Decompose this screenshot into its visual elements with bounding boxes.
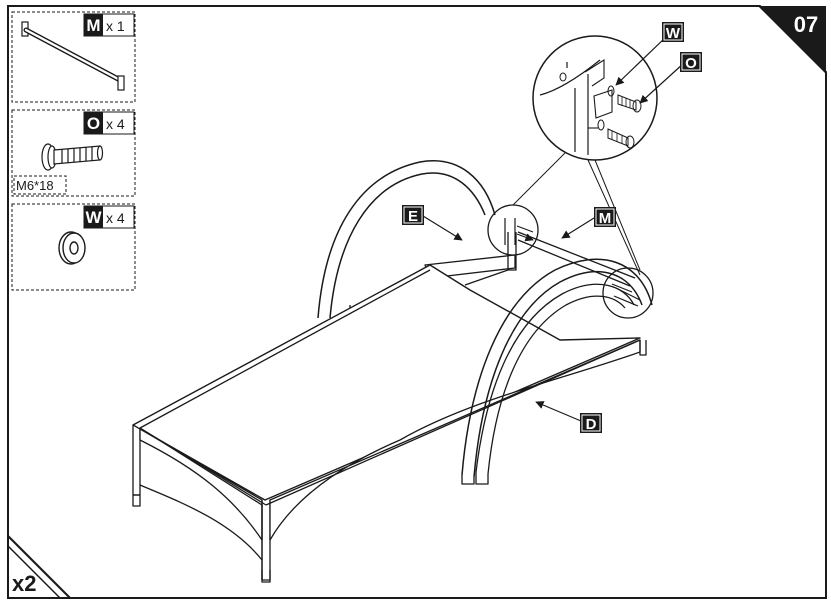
callout-d: D [535,401,602,433]
washer-w-icon [58,231,86,265]
callout-e: E [402,205,463,241]
detail-circle-right [602,267,654,319]
detail-magnified [512,35,658,276]
part-m-qty: x 1 [106,18,125,34]
step-multiplier: x2 [12,571,36,596]
part-o-qty: x 4 [106,116,125,132]
bolt-o-icon [41,143,104,171]
part-o-box: O x 4 M6*18 [11,109,136,197]
rod-m-icon [21,21,125,91]
sun-lounger-illustration [132,160,653,583]
part-o-letter: O [87,114,100,133]
step-number: 07 [794,12,818,37]
callout-m-label: M [599,210,612,227]
parts-list: M x 1 O x 4 [11,11,136,291]
detail-circle-left [487,204,538,256]
callout-m: M [561,207,616,239]
part-m-box: M x 1 [11,11,136,103]
step-number-badge: 07 [758,6,826,74]
callout-w: W [615,22,684,86]
callout-o: O [639,52,702,104]
callout-w-label: W [666,25,681,42]
callout-o-label: O [685,55,697,72]
part-o-spec: M6*18 [16,178,54,193]
part-w-box: W x 4 [11,203,136,291]
part-w-letter: W [85,208,102,227]
quantity-corner: x2 [7,533,73,599]
callout-d-label: D [586,416,597,433]
callout-e-label: E [408,208,418,225]
part-m-letter: M [86,16,100,35]
part-w-qty: x 4 [106,210,125,226]
